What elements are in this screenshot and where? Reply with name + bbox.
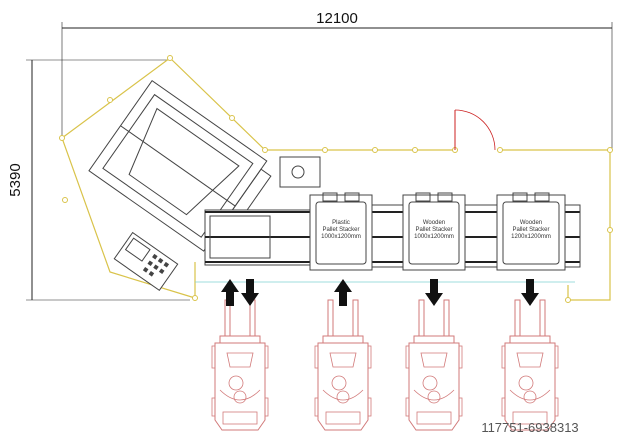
electrical-cabinet	[279, 156, 321, 188]
stacker-label-line1: Wooden	[423, 220, 445, 226]
forklift	[405, 279, 463, 431]
stacker-label-line3: 1000x1200mm	[321, 234, 361, 240]
height-label: 5390	[7, 163, 24, 196]
stacker-label-line2: Pallet Stacker	[415, 227, 452, 233]
arrow-down-icon	[521, 279, 539, 306]
width-label: 12100	[316, 10, 358, 27]
arrow-down-icon	[425, 279, 443, 306]
arrow-up-icon	[221, 279, 239, 306]
control-panel	[113, 231, 179, 292]
stacker-label-line1: Wooden	[520, 220, 542, 226]
pallet-tipper	[88, 80, 272, 252]
width-dimension: 12100	[61, 10, 613, 150]
stacker-label-line3: 1200x1200mm	[511, 234, 551, 240]
watermark-id: 117751-6938313	[481, 420, 578, 435]
forklift	[211, 279, 269, 431]
door	[454, 109, 496, 151]
forklift	[501, 279, 559, 431]
stacker-label-line3: 1000x1200mm	[414, 234, 454, 240]
stacker-label-line1: Plastic	[332, 220, 350, 226]
forklift	[314, 279, 372, 431]
safety-fence	[59, 55, 613, 303]
stacker-label-line2: Pallet Stacker	[512, 227, 549, 233]
stacker-label-line2: Pallet Stacker	[322, 227, 359, 233]
arrow-up-icon	[334, 279, 352, 306]
arrow-down-icon	[241, 279, 259, 306]
height-dimension: 5390	[7, 59, 190, 301]
